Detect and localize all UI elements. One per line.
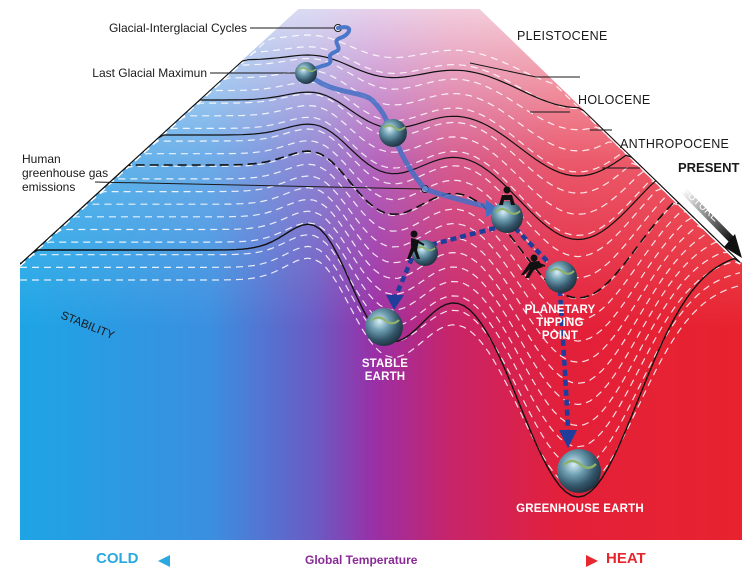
globe-holocene <box>379 119 407 147</box>
human-figure-pushing-stable <box>407 230 425 259</box>
stability-contours <box>20 34 741 498</box>
contour-line <box>20 257 741 490</box>
globe-stable-earth <box>365 308 403 346</box>
contour-line <box>20 222 741 427</box>
era-present: PRESENT <box>678 160 740 175</box>
tipping-point-line-2: TIPPING <box>536 317 584 329</box>
globe-present <box>491 201 523 233</box>
human-figures <box>407 186 546 278</box>
contour-line <box>20 210 741 406</box>
glacial-cycles-label: Glacial-Interglacial Cycles <box>108 21 247 35</box>
human-emissions-line-2: greenhouse gas <box>22 166 109 180</box>
present-curve <box>20 150 741 299</box>
era-anthropocene: ANTHROPOCENE <box>620 137 730 151</box>
temperature-axis <box>158 555 598 567</box>
contour-line <box>20 175 741 342</box>
greenhouse-earth-label: GREENHOUSE EARTH <box>516 503 644 515</box>
future-arrow <box>680 187 742 258</box>
landscape-body <box>20 8 742 540</box>
era-lines <box>469 62 612 131</box>
global-temperature-label: Global Temperature <box>305 553 418 567</box>
pointer-lines <box>94 27 640 190</box>
glacial-cycles-path <box>303 25 352 74</box>
era-curve <box>20 123 741 265</box>
globe-branch <box>412 240 438 266</box>
cold-label: COLD <box>96 550 139 567</box>
human-figure-pushing-tipping <box>521 254 546 278</box>
human-figure-present <box>499 186 515 205</box>
human-emissions-line-1: Human <box>22 152 61 166</box>
contour-line <box>20 140 741 279</box>
stable-earth-label: STABLE EARTH <box>350 358 420 384</box>
contour-line <box>20 187 741 363</box>
globe-greenhouse-earth <box>557 449 601 493</box>
landscape-outline <box>19 7 743 263</box>
era-pleistocene: PLEISTOCENE <box>517 29 608 43</box>
last-glacial-label: Last Glacial Maximun <box>92 66 207 80</box>
tipping-point-line-3: POINT <box>541 330 579 342</box>
contour-line <box>20 163 741 321</box>
human-emissions-line-3: emissions <box>22 180 76 194</box>
stable-earth-line-2: EARTH <box>364 371 406 383</box>
stable-arrowhead <box>386 295 404 310</box>
globes <box>295 62 601 493</box>
heat-label: HEAT <box>606 550 646 567</box>
tipping-point-label: PLANETARY TIPPING POINT <box>510 304 610 343</box>
stable-earth-line-1: STABLE <box>361 358 409 370</box>
trajectory-arrowhead <box>486 200 500 217</box>
future-branches <box>392 225 571 433</box>
globe-last-glacial <box>295 62 317 84</box>
greenhouse-arrowhead <box>559 430 577 448</box>
era-holocene: HOLOCENE <box>578 93 651 107</box>
globe-tipping-point <box>545 261 577 293</box>
tipping-point-line-1: PLANETARY <box>524 304 596 316</box>
